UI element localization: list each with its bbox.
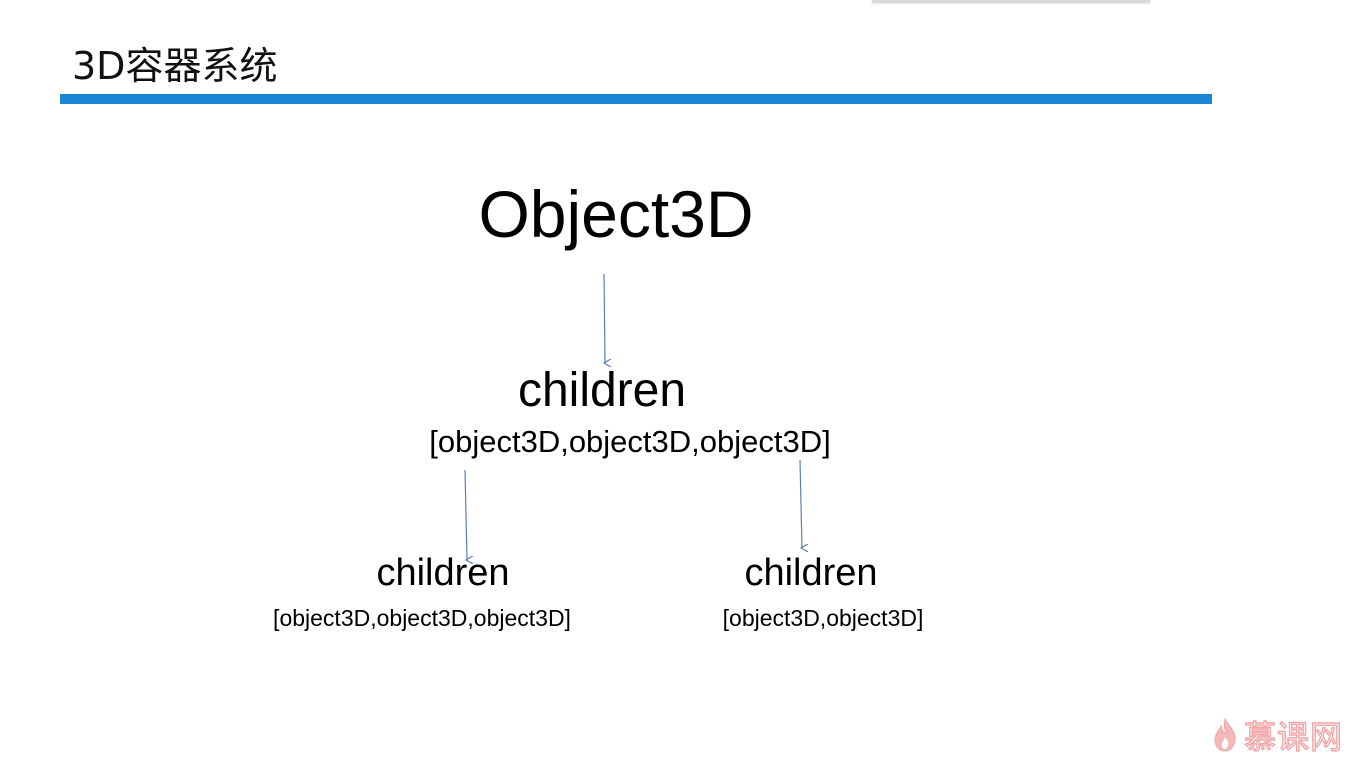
right-children-label: children [744, 552, 878, 594]
arrow-children-to-right-children [799, 459, 802, 548]
children-array: [object3D,object3D,object3D] [429, 424, 831, 459]
root-object3d-label: Object3D [478, 177, 754, 251]
right-children-array: [object3D,object3D] [722, 605, 924, 631]
top-tab-edge [872, 0, 1150, 2]
title-rule [60, 94, 1212, 104]
logo-text: 慕课网 [1243, 717, 1344, 756]
slide-title: 3D容器系统 [72, 44, 278, 88]
left-children-label: children [376, 552, 510, 594]
flame-icon [1212, 716, 1238, 758]
arrow-children-to-left-children [464, 469, 467, 560]
left-children-array: [object3D,object3D,object3D] [273, 605, 571, 631]
imooc-logo: 慕课网 [1212, 714, 1343, 760]
children-label: children [517, 364, 687, 417]
arrow-root-to-children [604, 273, 605, 363]
